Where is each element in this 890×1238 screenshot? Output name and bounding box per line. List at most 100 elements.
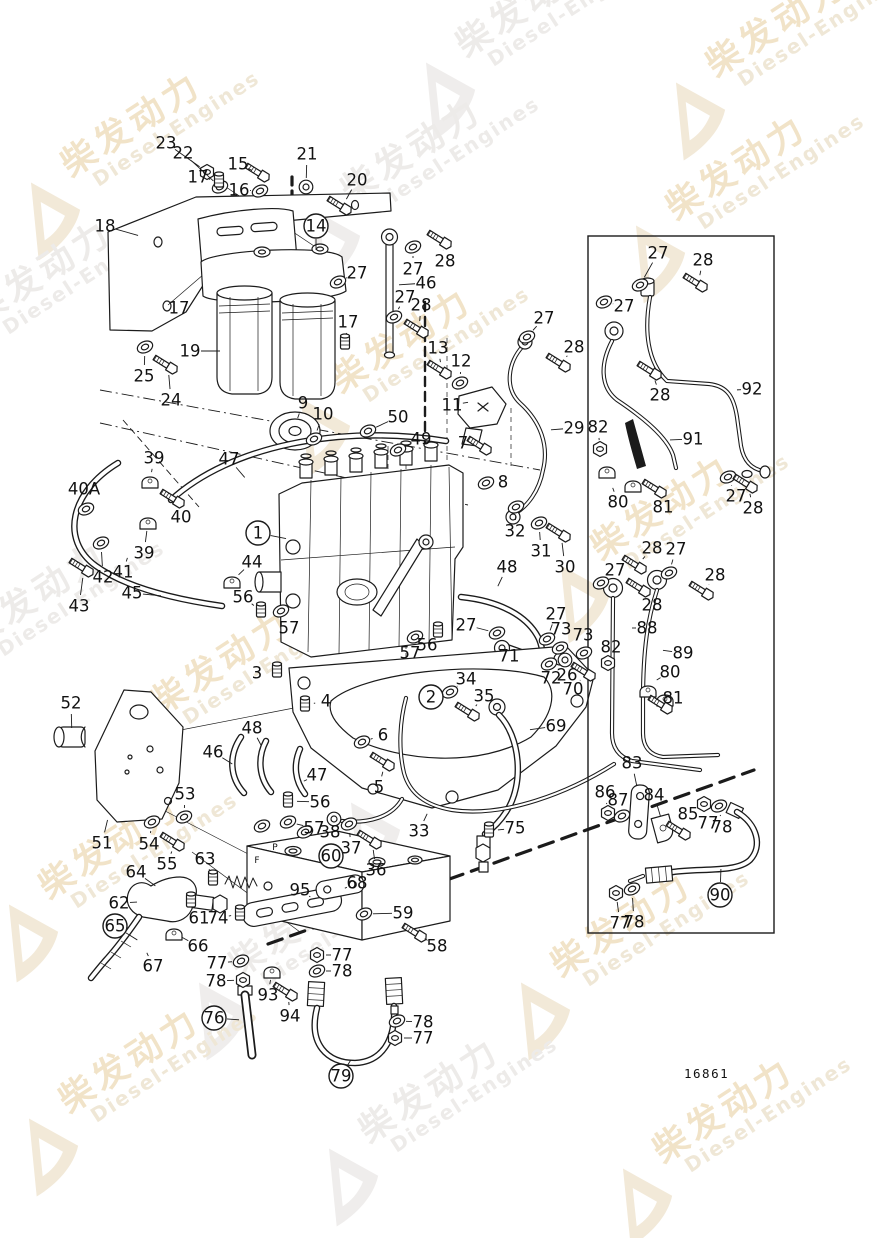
callout-89: 89 [662, 644, 694, 663]
washer-glyph [338, 815, 360, 833]
callout-22: 22 [173, 144, 214, 182]
washer-glyph [611, 807, 633, 825]
ring-glyph [298, 179, 314, 195]
callout-label: 27 [395, 288, 416, 307]
callout-label: 51 [92, 834, 113, 853]
callout-label: 75 [505, 819, 526, 838]
callout-label: 45 [122, 584, 143, 603]
bolt-glyph [640, 477, 669, 500]
callout-58: 58 [424, 937, 448, 956]
bolt-glyph [635, 359, 664, 382]
bolt-glyph [425, 358, 454, 381]
washer-glyph [277, 813, 299, 831]
callout-label: 36 [366, 861, 387, 880]
callout-label: 58 [427, 937, 448, 956]
callout-82: 82 [588, 418, 609, 441]
bolt-glyph [681, 271, 710, 294]
washer-glyph [528, 514, 550, 532]
callout-label: 35 [474, 687, 495, 706]
callout-16: 16 [229, 181, 252, 200]
callout-label: 77 [332, 946, 353, 965]
callout-27: 27 [726, 485, 747, 506]
bolt-glyph [402, 317, 431, 340]
hose-76 [237, 985, 257, 1060]
callout-label: 59 [393, 904, 414, 923]
callout-81: 81 [663, 689, 684, 708]
callout-label: 71 [499, 647, 520, 666]
hose-79 [306, 976, 404, 1067]
callout-40a: 40A [68, 480, 101, 501]
callout-label: 73 [551, 620, 572, 639]
callout-label: 32 [505, 522, 526, 541]
callout-label: 90 [710, 886, 731, 905]
callout-label: 78 [332, 962, 353, 981]
callout-78: 78 [712, 814, 733, 837]
callout-label: 1 [253, 524, 264, 543]
callout-label: 46 [203, 743, 224, 762]
callout-label: 41 [113, 563, 134, 582]
washer-glyph [402, 238, 424, 256]
callout-label: 49 [411, 430, 432, 449]
callout-circle [102, 913, 128, 939]
clamp-glyph [223, 576, 241, 589]
clamp-glyph [141, 476, 159, 489]
callout-87: 87 [608, 791, 629, 810]
callout-label: 11 [442, 396, 463, 415]
callout-label: 27 [403, 260, 424, 279]
washer-glyph [230, 952, 252, 970]
callout-78: 78 [206, 972, 235, 991]
callout-79: 79 [328, 1059, 354, 1089]
callout-18: 18 [95, 217, 139, 236]
plug-glyph [483, 821, 495, 838]
callout-70: 70 [563, 680, 584, 699]
callout-56: 56 [417, 636, 438, 655]
callout-17: 17 [188, 168, 211, 187]
callout-41: 41 [113, 557, 134, 582]
nut-glyph [600, 654, 616, 672]
plug-glyph [234, 904, 246, 921]
plug-glyph [185, 891, 197, 908]
callout-1: 1 [245, 520, 287, 546]
callout-3: 3 [252, 664, 269, 683]
callout-label: 56 [310, 793, 331, 812]
callout-label: 27 [347, 264, 368, 283]
callout-label: 30 [555, 558, 576, 577]
callout-label: 72 [541, 669, 562, 688]
callout-93: 93 [258, 979, 279, 1005]
callout-77: 77 [698, 814, 719, 833]
callout-74: 74 [208, 909, 232, 928]
nut-glyph [387, 1029, 403, 1047]
callout-label: 25 [134, 367, 155, 386]
washer-glyph [621, 880, 643, 898]
callout-label: 88 [637, 619, 658, 638]
callout-label: 27 [648, 244, 669, 263]
callout-27: 27 [345, 264, 368, 283]
callout-77: 77 [326, 946, 353, 965]
callout-92: 92 [736, 380, 763, 399]
callout-91: 91 [669, 430, 704, 449]
callout-27: 27 [532, 309, 555, 331]
callout-label: 79 [331, 1067, 352, 1086]
bolt-glyph [158, 830, 187, 853]
callout-label: 80 [608, 493, 629, 512]
callout-label: 47 [219, 450, 240, 469]
callout-label: 6 [378, 726, 389, 745]
callout-label: 2 [426, 688, 437, 707]
callout-8: 8 [498, 473, 509, 492]
callout-label: 9 [298, 394, 309, 413]
callout-label: 18 [95, 217, 116, 236]
callout-44: 44 [238, 553, 263, 576]
clamp-glyph [263, 966, 281, 979]
callout-label: 92 [742, 380, 763, 399]
callout-label: 23 [156, 134, 177, 153]
callout-label: 73 [573, 626, 594, 645]
callout-61: 61 [189, 909, 210, 928]
callout-52: 52 [61, 694, 82, 729]
callout-46: 46 [203, 743, 233, 765]
washer-glyph [383, 308, 405, 326]
callout-31: 31 [531, 531, 552, 561]
callout-64: 64 [126, 863, 156, 887]
callout-label: 77 [413, 1029, 434, 1048]
callout-label: 77 [207, 954, 228, 973]
callout-55: 55 [157, 851, 178, 874]
